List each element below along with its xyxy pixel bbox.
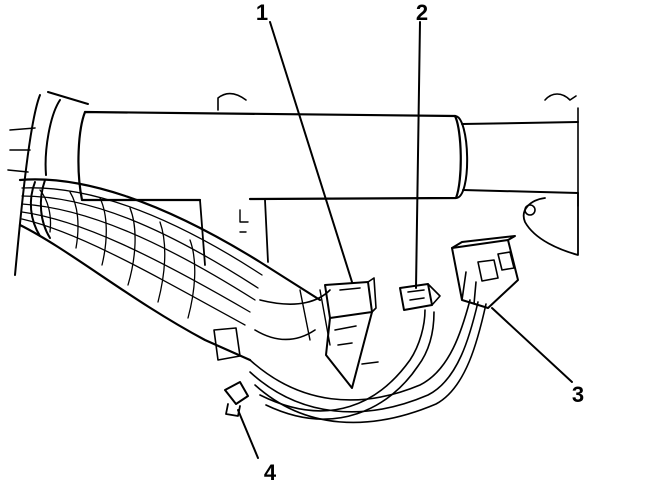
harness-bundle	[18, 178, 322, 362]
callout-2: 2	[416, 0, 428, 25]
connector-1	[324, 277, 379, 389]
leader-1	[269, 21, 353, 283]
steering-column	[7, 91, 579, 276]
callout-leaders	[237, 21, 573, 459]
callout-1: 1	[256, 0, 268, 25]
leader-2	[415, 21, 421, 289]
leader-3	[491, 307, 573, 383]
connector-2	[399, 283, 441, 311]
harness-wires	[249, 289, 487, 424]
leader-4	[237, 409, 259, 459]
connector-3	[451, 235, 519, 309]
clip-4	[213, 327, 249, 417]
callout-3: 3	[572, 382, 584, 407]
callout-4: 4	[264, 460, 277, 485]
